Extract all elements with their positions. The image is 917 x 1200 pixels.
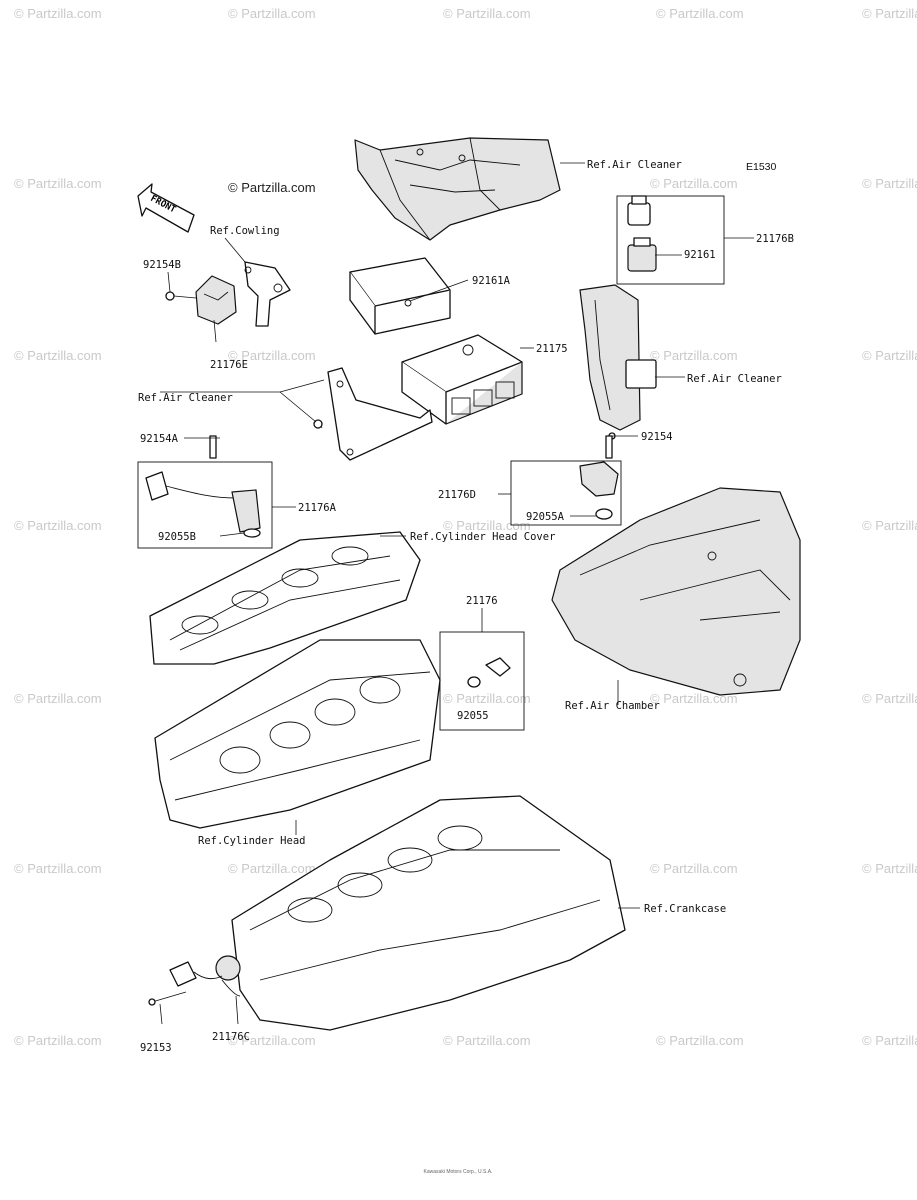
part-labels: Ref.Air Cleaner Ref.Cowling 92154B 92161… bbox=[138, 159, 794, 1054]
label-92055A: 92055A bbox=[526, 511, 565, 523]
watermark: © Partzilla.com bbox=[228, 6, 316, 21]
label-92154: 92154 bbox=[641, 431, 673, 443]
watermark: © Partzilla.com bbox=[14, 861, 102, 876]
leader-lines bbox=[137, 162, 754, 1025]
label-21176: 21176 bbox=[466, 595, 498, 607]
watermark: © Partzilla.com bbox=[862, 518, 917, 533]
watermark: © Partzilla.com bbox=[862, 6, 917, 21]
label-21176B: 21176B bbox=[756, 233, 794, 245]
watermark: © Partzilla.com bbox=[14, 691, 102, 706]
watermark: © Partzilla.com bbox=[443, 518, 531, 533]
front-arrow-icon: FRONT bbox=[137, 183, 195, 233]
watermark: © Partzilla.com bbox=[228, 348, 316, 363]
sensor-21176 bbox=[467, 657, 511, 688]
watermark: © Partzilla.com bbox=[14, 6, 102, 21]
label-21176A: 21176A bbox=[298, 502, 337, 514]
label-92153: 92153 bbox=[140, 1042, 172, 1054]
sensor-21176a bbox=[145, 435, 261, 538]
label-ref-air-cleaner-left: Ref.Air Cleaner bbox=[138, 392, 233, 404]
footer-text: Kawasaki Motors Corp., U.S.A. bbox=[424, 1169, 493, 1175]
watermark: © Partzilla.com bbox=[228, 1033, 316, 1048]
watermark: © Partzilla.com bbox=[228, 861, 316, 876]
label-21176E: 21176E bbox=[210, 359, 248, 371]
label-92055B: 92055B bbox=[158, 531, 196, 543]
diagram-code: E1530 bbox=[746, 161, 777, 173]
label-21175: 21175 bbox=[536, 343, 568, 355]
label-ref-crankcase: Ref.Crankcase bbox=[644, 903, 726, 915]
watermark: © Partzilla.com bbox=[443, 6, 531, 21]
watermark: © Partzilla.com bbox=[14, 348, 102, 363]
watermark: © Partzilla.com bbox=[656, 1033, 744, 1048]
label-92154B: 92154B bbox=[143, 259, 181, 271]
watermark: © Partzilla.com bbox=[443, 691, 531, 706]
label-92055: 92055 bbox=[457, 710, 489, 722]
label-92161: 92161 bbox=[684, 249, 716, 261]
label-ref-cowling: Ref.Cowling bbox=[210, 225, 280, 237]
watermark: © Partzilla.com bbox=[650, 691, 738, 706]
ecu-bracket bbox=[313, 367, 433, 461]
watermark: © Partzilla.com bbox=[443, 1033, 531, 1048]
watermark: © Partzilla.com bbox=[650, 176, 738, 191]
watermark: © Partzilla.com bbox=[650, 861, 738, 876]
label-ref-air-chamber: Ref.Air Chamber bbox=[565, 700, 660, 712]
copyright-label: © Partzilla.com bbox=[228, 180, 316, 195]
watermark-layer: © Partzilla.com © Partzilla.com © Partzi… bbox=[14, 6, 917, 1048]
watermark: © Partzilla.com bbox=[656, 6, 744, 21]
cylinder-head bbox=[154, 639, 441, 829]
connector-21176b bbox=[627, 195, 657, 272]
label-ref-air-cleaner-right: Ref.Air Cleaner bbox=[687, 373, 782, 385]
label-92161A: 92161A bbox=[472, 275, 511, 287]
label-21176C: 21176C bbox=[212, 1031, 250, 1043]
crankcase bbox=[231, 795, 626, 1031]
ecu-rubber-92161a bbox=[349, 257, 451, 335]
watermark: © Partzilla.com bbox=[862, 861, 917, 876]
watermark: © Partzilla.com bbox=[862, 691, 917, 706]
label-ref-air-cleaner-top: Ref.Air Cleaner bbox=[587, 159, 682, 171]
watermark: © Partzilla.com bbox=[862, 348, 917, 363]
air-cleaner-side-right bbox=[579, 284, 657, 450]
watermark: © Partzilla.com bbox=[862, 176, 917, 191]
label-21176D: 21176D bbox=[438, 489, 476, 501]
knock-sensor-21176c bbox=[148, 955, 241, 1006]
watermark: © Partzilla.com bbox=[862, 1033, 917, 1048]
cylinder-head-cover bbox=[149, 531, 421, 665]
label-ref-cylinder-head: Ref.Cylinder Head bbox=[198, 835, 305, 847]
label-92154A: 92154A bbox=[140, 433, 179, 445]
watermark: © Partzilla.com bbox=[14, 1033, 102, 1048]
sensor-21176e bbox=[165, 261, 291, 327]
sensor-21176d bbox=[579, 435, 619, 520]
air-chamber bbox=[551, 487, 801, 696]
watermark: © Partzilla.com bbox=[14, 176, 102, 191]
label-ref-cylinder-head-cover: Ref.Cylinder Head Cover bbox=[410, 531, 555, 543]
watermark: © Partzilla.com bbox=[650, 348, 738, 363]
air-cleaner-housing-top bbox=[354, 137, 561, 241]
watermark: © Partzilla.com bbox=[14, 518, 102, 533]
ecu-21175 bbox=[401, 334, 523, 425]
